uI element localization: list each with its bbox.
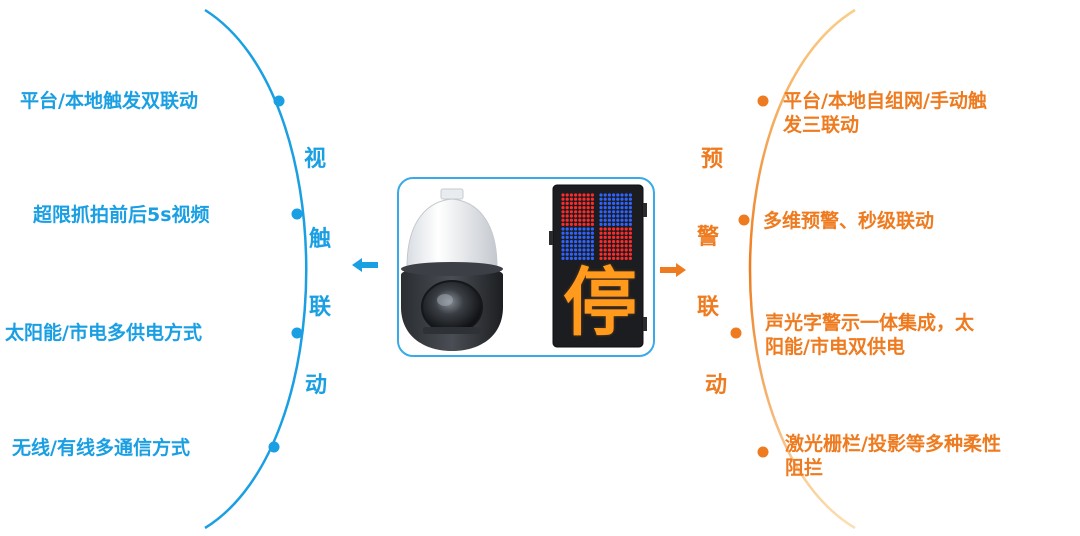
right-arrow-icon: [660, 263, 686, 277]
product-box: [397, 177, 655, 357]
ptz-camera-icon: [401, 188, 503, 351]
left-item-label-2: 超限抓拍前后5s视频: [33, 204, 210, 226]
left-title-char-3: 联: [309, 295, 332, 320]
right-item-2-line-1: 多维预警、秒级联动: [763, 210, 935, 232]
left-item-label-4: 无线/有线多通信方式: [12, 437, 190, 459]
right-dot-4: [757, 446, 769, 458]
left-dot-4: [268, 441, 280, 453]
right-dot-2: [738, 214, 750, 226]
right-item-4-line-1: 激光栅栏/投影等多种柔性: [785, 433, 1001, 455]
right-item-label-4: 激光栅栏/投影等多种柔性 阻拦: [785, 432, 1001, 480]
left-item-label-3: 太阳能/市电多供电方式: [5, 322, 202, 344]
left-title-char-4: 动: [305, 373, 328, 398]
left-dot-3: [291, 327, 303, 339]
right-title-char-3: 联: [697, 295, 720, 320]
right-item-4-line-2: 阻拦: [785, 457, 824, 479]
right-item-label-2: 多维预警、秒级联动: [763, 209, 934, 233]
right-item-label-3: 声光字警示一体集成，太 阳能/市电双供电: [765, 311, 974, 359]
led-stop-character: 停: [560, 258, 640, 348]
right-title-char-4: 动: [705, 373, 728, 398]
left-item-label-1: 平台/本地触发双联动: [20, 90, 198, 112]
left-title-char-2: 触: [309, 227, 332, 252]
left-title-char-1: 视: [304, 147, 327, 172]
left-arc: [204, 8, 308, 530]
right-arc: [748, 8, 856, 530]
right-item-label-1: 平台/本地自组网/手动触 发三联动: [783, 89, 987, 137]
right-dot-1: [757, 95, 769, 107]
right-item-3-line-1: 声光字警示一体集成，太: [765, 312, 975, 334]
right-item-1-line-1: 平台/本地自组网/手动触: [783, 90, 987, 112]
right-dot-3: [730, 327, 742, 339]
right-item-3-line-2: 阳能/市电双供电: [765, 336, 905, 358]
left-arrow-icon: [352, 258, 378, 272]
left-dot-1: [273, 95, 285, 107]
right-item-1-line-2: 发三联动: [783, 114, 860, 136]
right-title-char-2: 警: [697, 225, 720, 250]
led-flash-grid: [561, 193, 632, 260]
product-illustration: [401, 184, 647, 351]
left-dot-2: [291, 208, 303, 220]
right-title-char-1: 预: [701, 147, 724, 172]
led-sign-icon: [549, 184, 647, 348]
